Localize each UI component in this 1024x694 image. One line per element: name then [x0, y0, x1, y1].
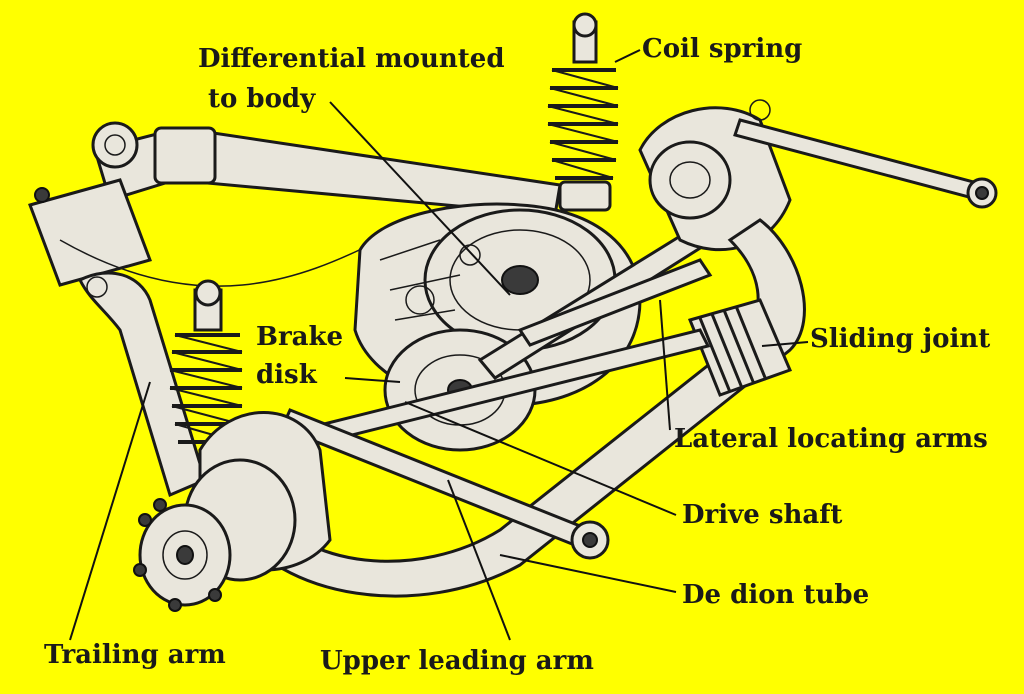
- left-coil-spring: [169, 279, 243, 444]
- leader-upper-leading-arm: [447, 479, 511, 641]
- label-differential-line2: to body: [208, 84, 316, 114]
- leader-de-dion-tube: [499, 554, 677, 593]
- label-sliding-joint: Sliding joint: [810, 324, 991, 354]
- leader-brake-disk: [344, 377, 401, 383]
- label-drive-shaft: Drive shaft: [682, 500, 843, 530]
- label-upper-leading-arm: Upper leading arm: [320, 646, 594, 676]
- label-coil-spring: Coil spring: [642, 34, 803, 64]
- leader-trailing-arm: [69, 381, 151, 641]
- leader-drive-shaft: [404, 401, 677, 516]
- label-differential-line1: Differential mounted: [198, 44, 505, 74]
- label-brake-disk-line1: Brake: [256, 322, 344, 352]
- label-trailing-arm: Trailing arm: [44, 640, 226, 670]
- leader-lines: [69, 49, 809, 641]
- label-de-dion-tube: De dion tube: [682, 580, 870, 610]
- leader-sliding-joint: [761, 341, 809, 347]
- leader-differential: [329, 101, 511, 296]
- leader-lateral-arms: [659, 299, 671, 431]
- right-hub: [638, 99, 998, 252]
- label-brake-disk-line2: disk: [256, 360, 317, 390]
- left-hub: [133, 411, 332, 612]
- trailing-arm: [77, 271, 207, 498]
- front-crossmember: [28, 121, 562, 287]
- label-lateral-locating-arms: Lateral locating arms: [674, 424, 988, 454]
- right-coil-spring: [547, 12, 619, 212]
- sliding-joint: [687, 298, 793, 397]
- leader-coil-spring: [614, 49, 641, 63]
